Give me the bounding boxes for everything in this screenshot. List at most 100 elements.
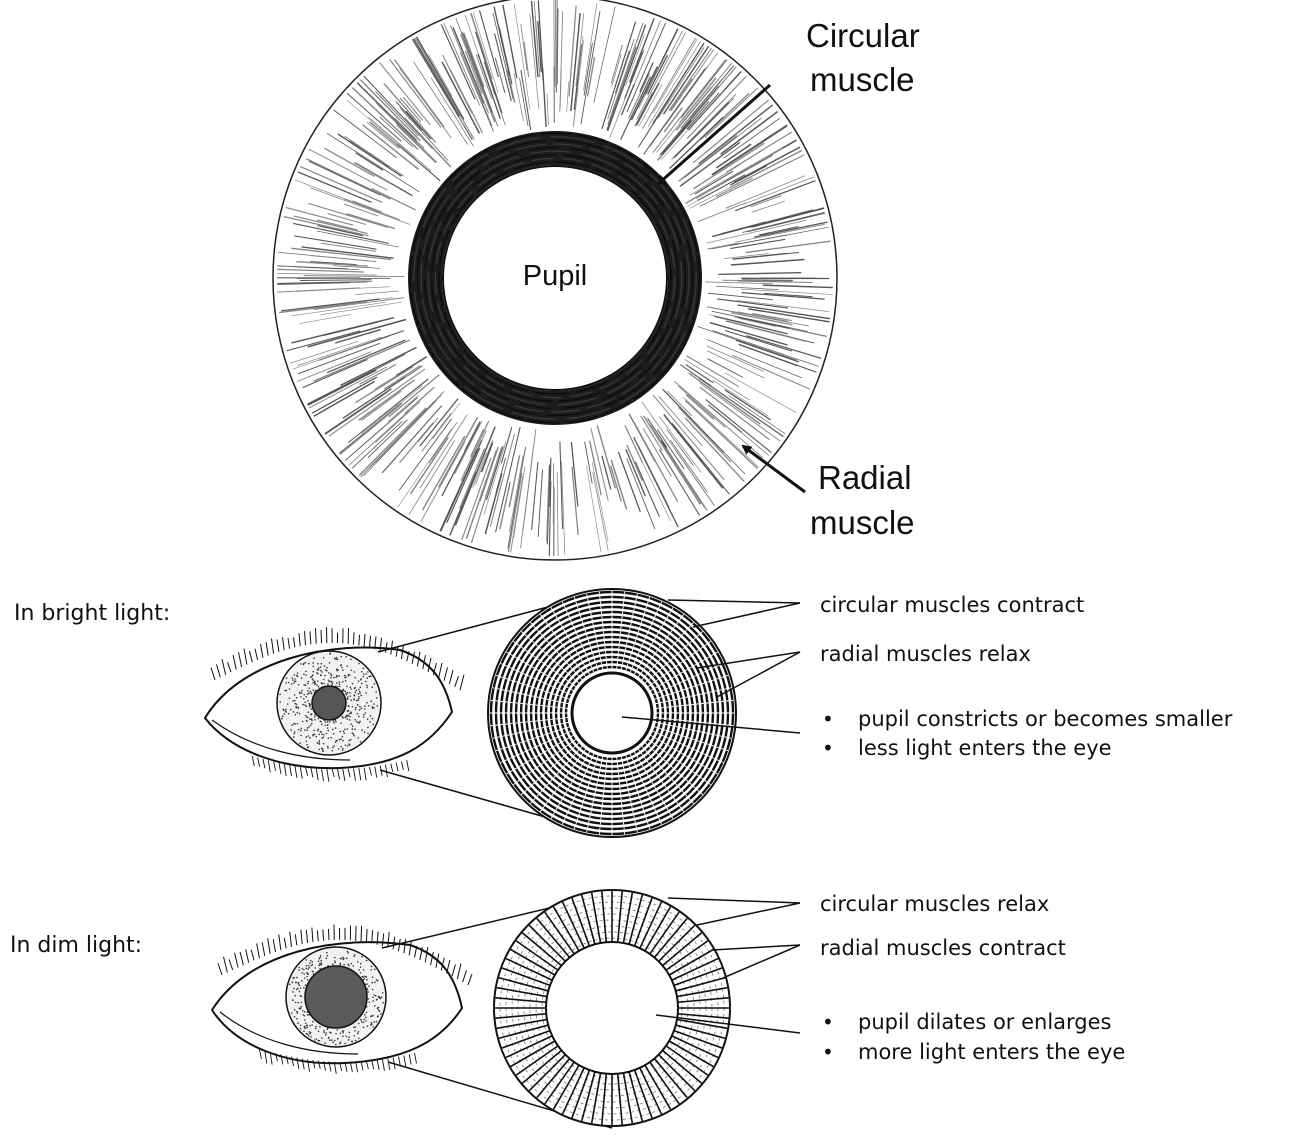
iris-dot — [356, 700, 358, 702]
iris-dot — [334, 658, 336, 660]
iris-dot — [293, 988, 295, 990]
iris-dot — [345, 656, 347, 658]
iris-dot — [363, 673, 365, 675]
eyelash — [235, 953, 238, 968]
iris-dot — [349, 716, 351, 718]
iris-dot — [308, 711, 310, 713]
iris-dot — [359, 693, 361, 695]
iris-dot — [359, 721, 361, 723]
iris-dot — [334, 957, 336, 959]
iris-dot — [332, 750, 334, 752]
iris-dot — [314, 716, 316, 718]
iris-dot — [355, 1026, 357, 1028]
iris-dot — [335, 659, 337, 661]
iris-dot — [323, 736, 325, 738]
iris-dot — [308, 965, 310, 967]
eyelash — [268, 760, 270, 772]
iris-dot — [296, 712, 298, 714]
iris-dot — [358, 680, 360, 682]
eyelash — [244, 649, 247, 665]
iris-dot — [346, 686, 348, 688]
eyelash — [290, 765, 292, 776]
eyelash — [457, 963, 461, 979]
iris-dot — [316, 736, 318, 738]
iris-dot — [349, 686, 351, 688]
iris-dot — [357, 713, 359, 715]
eyelash — [268, 938, 270, 954]
iris-dot — [372, 718, 374, 720]
eyelash — [415, 1053, 417, 1063]
eyelash — [316, 768, 318, 780]
iris-dot — [361, 1021, 363, 1023]
iris-dot — [346, 715, 348, 717]
iris-dot — [348, 675, 350, 677]
iris-dot — [323, 657, 325, 659]
iris-dot — [354, 687, 356, 689]
iris-dot — [361, 956, 363, 958]
iris-dot — [340, 738, 342, 740]
eyelash — [258, 757, 260, 766]
eyelash — [348, 769, 350, 777]
iris-dot — [296, 703, 298, 705]
iris-dot — [312, 671, 314, 673]
iris-dot — [334, 960, 336, 962]
iris-dot — [285, 708, 287, 710]
iris-dot — [331, 675, 333, 677]
iris-dot — [353, 733, 355, 735]
iris-dot — [351, 669, 353, 671]
iris-dot — [382, 1002, 384, 1004]
iris-dot — [312, 682, 314, 684]
iris-dot — [359, 706, 361, 708]
iris-dot — [352, 728, 354, 730]
iris-dot — [345, 680, 347, 682]
eyelash — [306, 767, 308, 776]
eyelash — [229, 960, 233, 970]
eyelash — [369, 767, 371, 775]
iris-dot — [358, 663, 360, 665]
iris-dot — [324, 665, 326, 667]
eyelash — [279, 763, 281, 774]
iris-dot — [366, 960, 368, 962]
iris-dot — [354, 1035, 356, 1037]
iris-dot — [344, 1043, 346, 1045]
iris-dot — [382, 992, 384, 994]
iris-dot — [366, 983, 368, 985]
iris-dot — [326, 955, 328, 957]
iris-dot — [340, 656, 342, 658]
iris-dot — [369, 721, 371, 723]
iris-dot — [354, 1030, 356, 1032]
iris-dot — [337, 659, 339, 661]
iris-dot — [292, 977, 294, 979]
eyelash — [266, 642, 268, 656]
eyelash — [290, 932, 292, 947]
iris-dot — [302, 704, 304, 706]
eyelash — [284, 764, 286, 777]
iris-dot — [298, 684, 300, 686]
eyelash — [316, 628, 317, 644]
iris-dot — [306, 730, 308, 732]
eyelash — [404, 1056, 406, 1067]
iris-dot — [361, 671, 363, 673]
iris-dot — [309, 967, 311, 969]
iris-dot — [301, 968, 303, 970]
iris-dot — [324, 1042, 326, 1044]
iris-dot — [335, 1033, 337, 1035]
iris-dot — [321, 963, 323, 965]
eyelash — [407, 760, 409, 771]
iris-dot — [325, 669, 327, 671]
iris-dot — [305, 671, 307, 673]
iris-dot — [346, 728, 348, 730]
iris-dot — [327, 727, 329, 729]
iris-dot — [330, 673, 332, 675]
iris-dot — [279, 694, 281, 696]
dim-eye-pupil — [305, 966, 367, 1028]
iris-dot — [321, 748, 323, 750]
iris-dot — [347, 964, 349, 966]
iris-dot — [318, 965, 320, 967]
dim-iris-closeup — [494, 890, 730, 1126]
iris-dot — [372, 706, 374, 708]
iris-dot — [325, 1032, 327, 1034]
eyelash — [375, 766, 377, 777]
iris-dot — [356, 721, 358, 723]
